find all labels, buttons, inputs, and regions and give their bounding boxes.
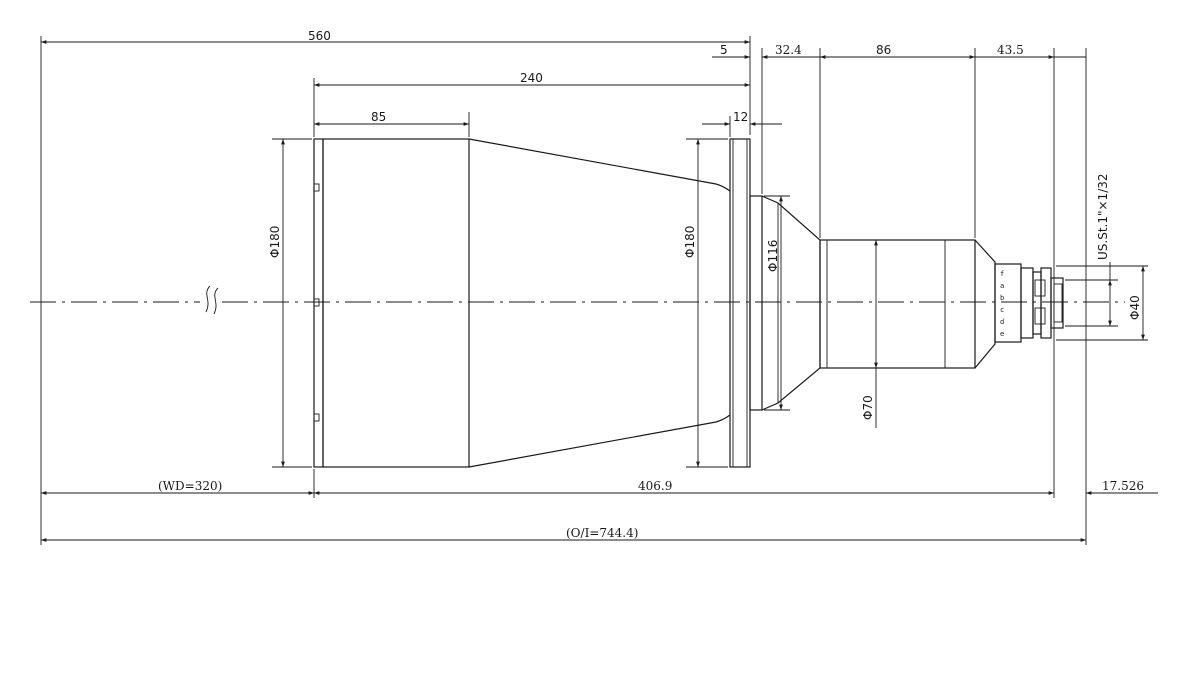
rear-tube bbox=[819, 239, 976, 369]
break-symbol bbox=[205, 285, 219, 315]
ring-mark: b bbox=[1000, 294, 1004, 302]
dim-dia-116: Φ116 bbox=[766, 240, 780, 272]
dim-oi-744-4: (O/I=744.4) bbox=[566, 526, 638, 540]
ring-mark: e bbox=[1000, 330, 1004, 338]
dim-240: 240 bbox=[520, 71, 543, 85]
dim-12: 12 bbox=[733, 110, 748, 124]
lens-body: f a b c d e bbox=[313, 138, 1064, 468]
ring-mark: c bbox=[1000, 306, 1004, 314]
dim-85: 85 bbox=[371, 110, 386, 124]
extension-lines bbox=[40, 36, 1148, 545]
thread-stub bbox=[1050, 277, 1064, 329]
dim-17-526: 17.526 bbox=[1102, 479, 1144, 493]
ring-mark: f bbox=[1000, 270, 1004, 278]
thread-spec: US.St.1"×1/32 bbox=[1096, 173, 1110, 260]
dim-dia-180-flange: Φ180 bbox=[683, 226, 697, 258]
dim-32-4: 32.4 bbox=[775, 43, 802, 57]
dim-dia-40: Φ40 bbox=[1128, 295, 1142, 320]
conical-section bbox=[468, 138, 731, 468]
diameter-dimensions: Φ180 Φ180 Φ116 Φ70 Φ40 US.St.1"×1/32 bbox=[268, 139, 1145, 467]
rear-cone bbox=[761, 195, 821, 411]
dim-5: 5 bbox=[720, 43, 728, 57]
optical-axis bbox=[30, 285, 1125, 315]
dim-wd-320: (WD=320) bbox=[158, 479, 222, 493]
tail-taper bbox=[974, 239, 996, 369]
dim-43-5: 43.5 bbox=[997, 43, 1024, 57]
top-dimensions: 560 5 32.4 86 43.5 240 85 12 bbox=[41, 29, 1086, 126]
dim-dia-70: Φ70 bbox=[861, 395, 875, 420]
adjustment-ring bbox=[994, 263, 1022, 343]
mount-section bbox=[1020, 267, 1034, 339]
dim-406-9: 406.9 bbox=[638, 479, 672, 493]
rear-cone-base bbox=[749, 195, 763, 411]
front-barrel bbox=[322, 138, 470, 468]
dim-560: 560 bbox=[308, 29, 331, 43]
bottom-dimensions: (WD=320) 406.9 17.526 (O/I=744.4) bbox=[41, 479, 1158, 542]
dim-86: 86 bbox=[876, 43, 891, 57]
front-glass-plate bbox=[313, 138, 324, 468]
ring-mark: d bbox=[1000, 318, 1004, 326]
dim-dia-180-front: Φ180 bbox=[268, 226, 282, 258]
ring-mark: a bbox=[1000, 282, 1004, 290]
